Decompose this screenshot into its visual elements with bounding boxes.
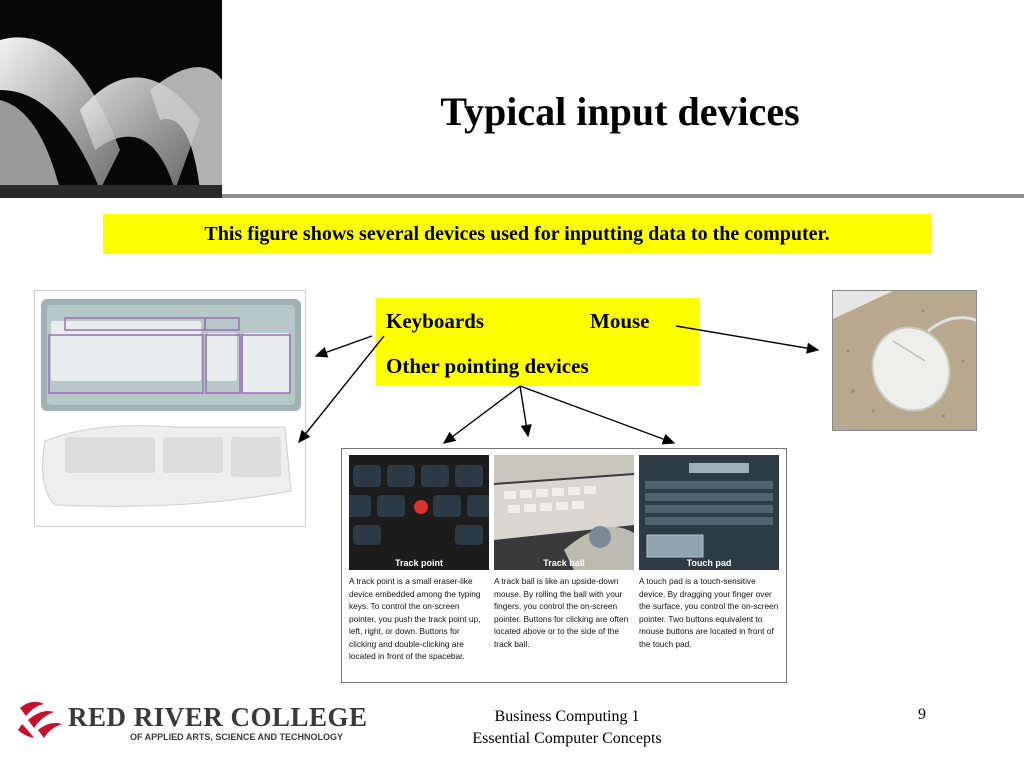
track-ball-image (494, 455, 634, 570)
course-name: Business Computing 1 (494, 708, 640, 725)
touch-pad-label: Touch pad (686, 558, 732, 568)
header-divider (222, 194, 1024, 198)
touch-pad-image (639, 455, 779, 570)
mouse-image (833, 291, 976, 430)
college-name: Red River College (68, 702, 368, 732)
figure-caption-text: This figure shows several devices used f… (204, 222, 830, 245)
college-logo (14, 690, 334, 746)
header-photo (0, 0, 222, 198)
figure-caption: This figure shows several devices used f… (103, 214, 931, 254)
college-subtitle: Of Applied Arts, Science and Technology (130, 732, 344, 742)
opera-house-image (0, 0, 222, 198)
slide-title: Typical input devices (440, 89, 800, 134)
mouse-photo (832, 290, 977, 431)
course-subtitle: Essential Computer Concepts (472, 730, 662, 747)
keyboards-image (41, 299, 301, 507)
touch-pad-description: A touch pad is a touch-sensitive device.… (639, 576, 779, 649)
maple-leaf-icon (18, 701, 62, 738)
track-point-label: Track point (394, 558, 443, 568)
touch-pad-photo: Touch pad (639, 455, 779, 570)
track-point-description: A track point is a small eraser-like dev… (349, 576, 481, 661)
track-point-photo: Track point (349, 455, 489, 570)
keyboards-photo (34, 290, 306, 527)
track-ball-description: A track ball is like an upside-down mous… (494, 576, 629, 649)
label-mouse: Mouse (590, 309, 650, 333)
track-ball-label: Track ball (543, 558, 585, 568)
page-number: 9 (918, 706, 926, 723)
pointing-devices-figure: Track point Track ball (341, 448, 787, 683)
device-labels-box: Keyboards Mouse Other pointing devices (376, 298, 700, 386)
label-other-pointing-devices: Other pointing devices (386, 354, 589, 378)
track-ball-photo: Track ball (494, 455, 634, 570)
label-keyboards: Keyboards (386, 309, 485, 333)
footer-course: Business Computing 1 Essential Computer … (430, 706, 704, 750)
track-point-image (349, 455, 489, 570)
